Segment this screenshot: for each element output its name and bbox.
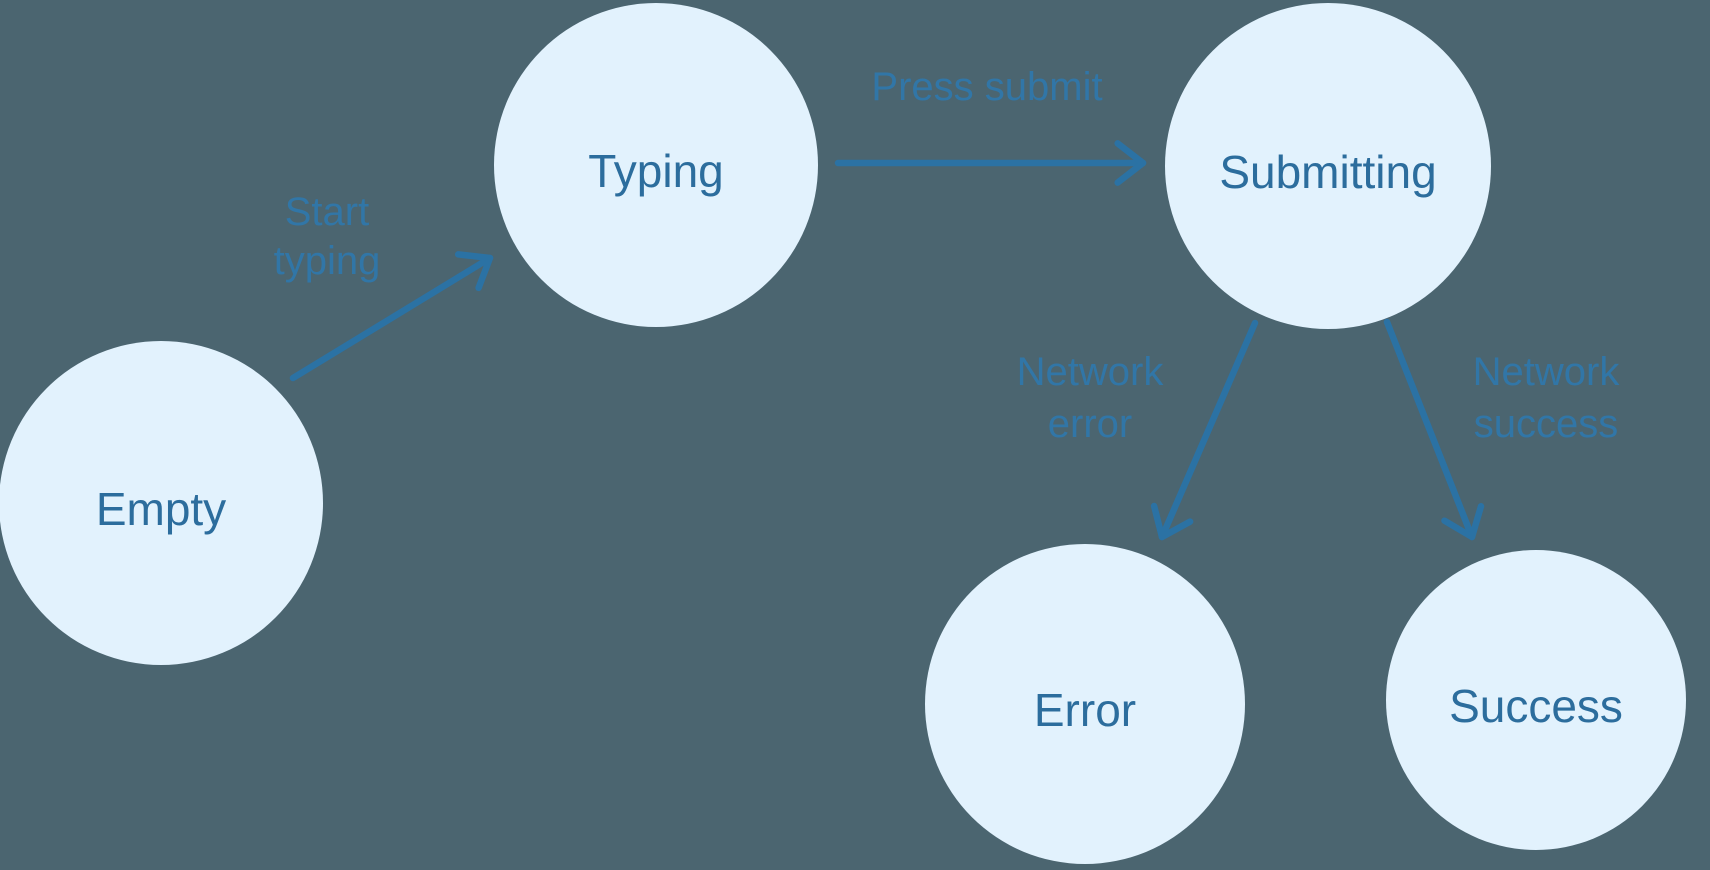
- state-label-empty: Empty: [96, 483, 226, 535]
- transition-label-press-submit-line-1: Press submit: [871, 65, 1102, 109]
- state-label-typing: Typing: [588, 145, 724, 197]
- transition-arrow-shaft-network-success: [1383, 318, 1476, 541]
- state-circle-submitting: [1165, 3, 1491, 329]
- state-node-typing: Typing: [494, 3, 818, 327]
- transition-label-network-error-line-1: Network: [1017, 350, 1165, 394]
- transition-arrow-shaft-network-error: [1158, 319, 1259, 541]
- state-circle-success: [1386, 550, 1686, 850]
- state-node-empty: Empty: [0, 341, 323, 665]
- arrowhead-chevron-icon: [454, 251, 494, 292]
- state-label-submitting: Submitting: [1219, 146, 1436, 198]
- state-circle-empty: [0, 341, 323, 665]
- arrowhead-chevron-icon: [1114, 140, 1147, 186]
- transition-label-network-error-line-2: error: [1048, 402, 1132, 446]
- arrowhead-chevron-icon: [1150, 502, 1194, 541]
- transition-start-typing: Start typing: [274, 190, 494, 382]
- arrowhead-chevron-icon: [1441, 503, 1485, 541]
- transition-label-network-success-line-2: success: [1474, 402, 1619, 446]
- transition-press-submit: Press submit: [834, 65, 1147, 186]
- transition-label-start-typing-line-1: Start: [285, 190, 369, 234]
- state-node-error: Error: [925, 544, 1245, 864]
- state-circle-typing: [494, 3, 818, 327]
- state-label-error: Error: [1034, 684, 1136, 736]
- state-circle-error: [925, 544, 1245, 864]
- transition-network-error: Network error: [1017, 319, 1259, 541]
- transition-label-start-typing-line-2: typing: [274, 239, 381, 283]
- transition-label-network-success-line-1: Network: [1473, 350, 1621, 394]
- state-node-success: Success: [1386, 550, 1686, 850]
- transition-network-success: Network success: [1383, 318, 1621, 541]
- state-node-submitting: Submitting: [1165, 3, 1491, 329]
- transition-arrow-shaft-start-typing: [289, 254, 494, 382]
- state-label-success: Success: [1449, 680, 1623, 732]
